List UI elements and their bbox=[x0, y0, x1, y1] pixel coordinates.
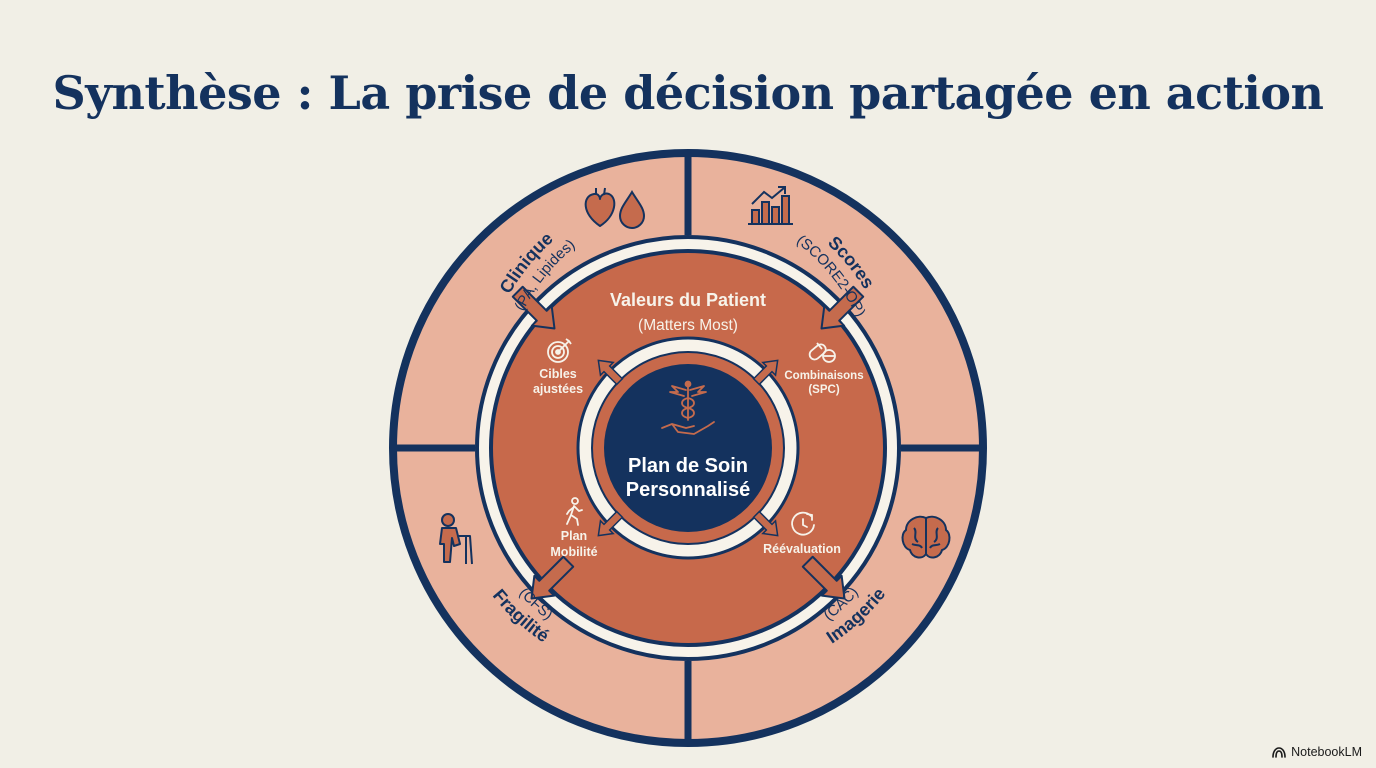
target-icon bbox=[547, 338, 572, 363]
walking-person-icon bbox=[566, 497, 583, 526]
notebooklm-watermark: NotebookLM bbox=[1272, 745, 1362, 759]
center-arrow-nw bbox=[597, 359, 624, 386]
watermark-label: NotebookLM bbox=[1291, 745, 1362, 759]
center-title-line1: Plan de Soin bbox=[628, 455, 748, 477]
elderly-walker-icon bbox=[439, 513, 473, 565]
bar-chart-trend-icon bbox=[748, 186, 793, 225]
page-title: Synthèse : La prise de décision partagée… bbox=[52, 66, 1324, 120]
middle-ring-subtitle: (Matters Most) bbox=[638, 317, 738, 334]
clock-refresh-icon bbox=[791, 511, 815, 536]
output-combinaisons-line1: Combinaisons bbox=[784, 370, 863, 382]
pills-icon bbox=[808, 342, 836, 363]
center-arrow-se bbox=[752, 510, 779, 537]
center-arrow-ne bbox=[752, 359, 779, 386]
center-circle bbox=[604, 364, 772, 532]
heart-icon bbox=[584, 187, 616, 227]
notebooklm-logo-icon bbox=[1272, 747, 1286, 758]
output-combinaisons-line2: (SPC) bbox=[808, 384, 839, 396]
output-cibles-line1: Cibles bbox=[539, 367, 577, 381]
inward-arrow-scores bbox=[820, 285, 865, 330]
blood-drop-icon bbox=[618, 190, 646, 230]
output-mobilite-line2: Mobilité bbox=[550, 545, 597, 559]
center-title-line2: Personnalisé bbox=[626, 479, 751, 501]
brain-icon bbox=[901, 515, 951, 559]
output-cibles-line2: ajustées bbox=[533, 382, 583, 396]
outward-arrow-imagerie bbox=[801, 555, 846, 600]
output-reevaluation-label: Réévaluation bbox=[763, 542, 841, 556]
inward-arrow-clinique bbox=[511, 285, 556, 330]
center-arrow-sw bbox=[597, 510, 624, 537]
caduceus-hand-icon bbox=[661, 380, 715, 435]
output-mobilite-line1: Plan bbox=[561, 529, 587, 543]
middle-ring-title: Valeurs du Patient bbox=[610, 290, 766, 310]
outward-arrow-fragilite bbox=[530, 555, 575, 600]
